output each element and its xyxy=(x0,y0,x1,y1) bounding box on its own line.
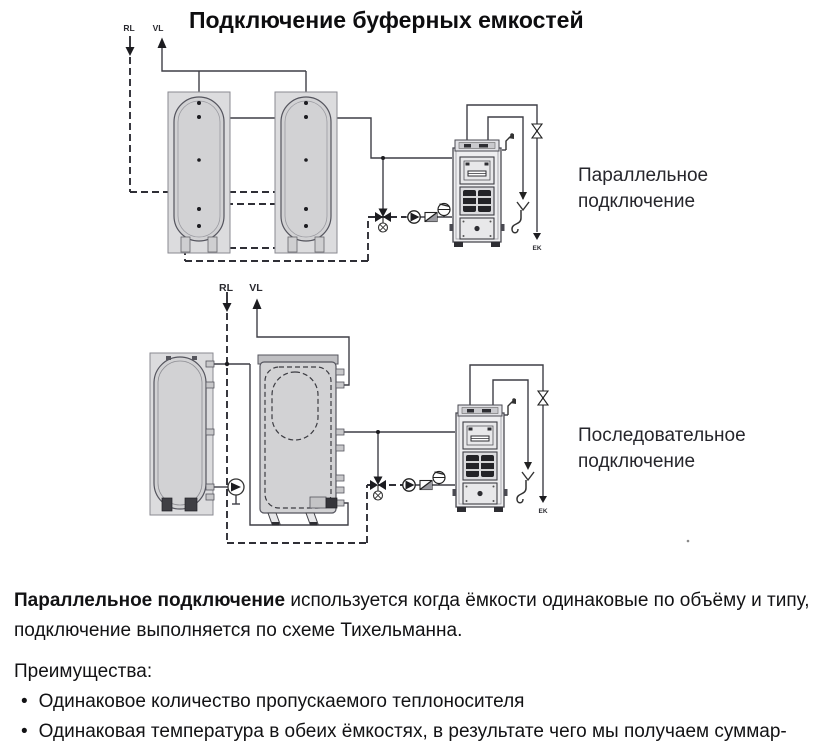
pipe-junction-dot xyxy=(376,430,380,434)
speck-artifact xyxy=(686,539,690,543)
buffer-tank-2 xyxy=(274,91,338,254)
thermal-relief-drain-icon xyxy=(511,191,530,234)
shutoff-valve-icon xyxy=(537,390,549,406)
caption-parallel-connection: Параллельное подключение xyxy=(578,165,709,212)
buffer-tank-small xyxy=(149,352,215,516)
series-connection-diagram: RL VL xyxy=(149,282,549,544)
piping-diagrams: RL VL xyxy=(123,23,690,544)
thermal-relief-drain-icon xyxy=(516,461,535,504)
safety-valve-icon xyxy=(505,132,515,151)
pump-group-icon xyxy=(369,470,446,501)
pump-icon xyxy=(227,478,245,496)
paragraph-parallel-description: Параллельное подключение используется ко… xyxy=(14,586,820,646)
shutoff-valve-icon xyxy=(531,123,543,139)
list-item-text: Одинаковое количество пропускаемого тепл… xyxy=(38,691,525,712)
rl-label: RL xyxy=(123,23,134,33)
list-item-text: Одинаковая температура в обеих ёмкостях,… xyxy=(38,721,787,742)
rl-label: RL xyxy=(219,282,234,294)
list-item: • Одинаковое количество пропускаемого те… xyxy=(14,687,823,717)
bullet-icon: • xyxy=(21,691,28,712)
list-item: • Одинаковая температура в обеих ёмкостя… xyxy=(14,717,823,747)
caption-series-connection: Последовательное подключение xyxy=(578,425,746,472)
advantages-heading: Преимущества: xyxy=(14,661,153,682)
expansion-connector-icon xyxy=(533,233,541,240)
rl-arrow-down-icon xyxy=(125,47,135,56)
paragraph-rest: используется когда ёмкости одинаковые по… xyxy=(14,590,810,641)
pipe-junction-dot xyxy=(381,156,385,160)
parallel-connection-diagram: RL VL xyxy=(123,23,543,262)
expansion-connector-icon xyxy=(539,496,547,503)
pipe-junction-dot xyxy=(224,361,230,367)
vl-label: VL xyxy=(249,282,263,294)
page-title: Подключение буферных емкостей xyxy=(189,7,584,33)
vl-arrow-up-icon xyxy=(252,298,262,309)
vl-arrow-up-icon xyxy=(157,37,167,48)
ek-label: EK xyxy=(538,508,547,515)
buffer-tank-large xyxy=(257,354,345,526)
boiler-icon xyxy=(451,404,509,513)
safety-valve-icon xyxy=(507,397,517,416)
ek-label: EK xyxy=(532,245,541,252)
pump-group-icon xyxy=(374,202,451,233)
bullet-icon: • xyxy=(21,721,28,742)
vl-label: VL xyxy=(153,23,164,33)
rl-arrow-down-icon xyxy=(222,303,232,312)
paragraph-lead: Параллельное подключение xyxy=(14,590,286,611)
buffer-tank-1 xyxy=(167,91,231,254)
boiler-icon xyxy=(448,139,506,248)
